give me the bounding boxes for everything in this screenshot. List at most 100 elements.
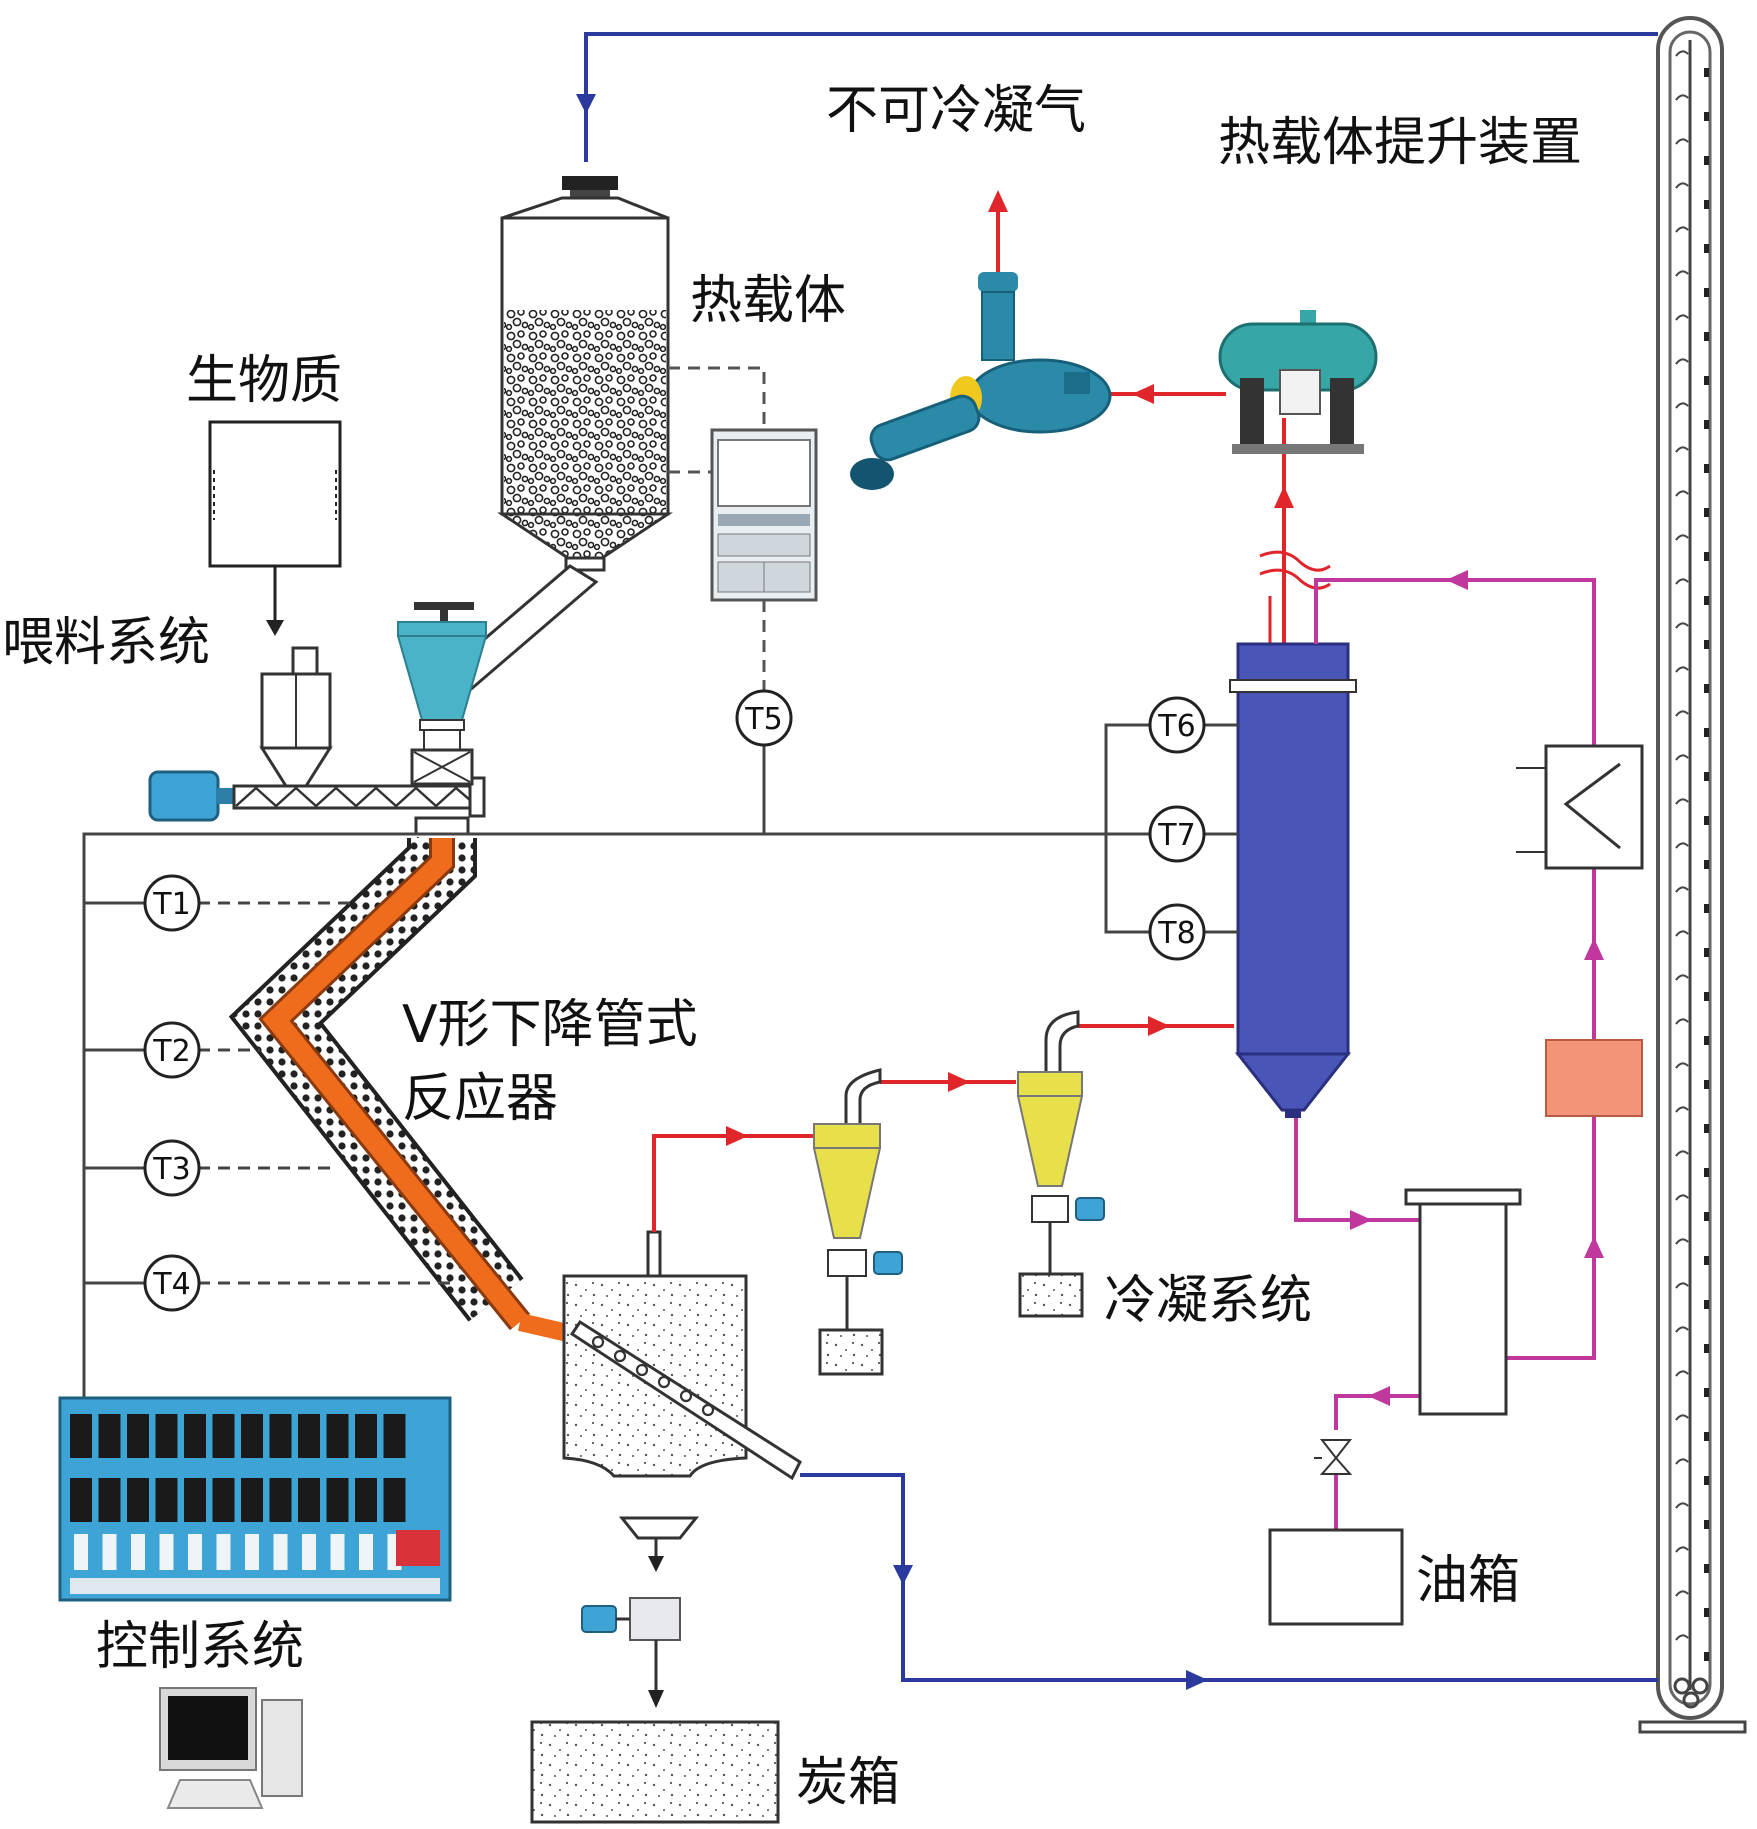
panel-display-cell — [269, 1478, 292, 1522]
lift-flight-dot — [1704, 1212, 1709, 1221]
lift-flight-dot — [1704, 1388, 1709, 1397]
panel-switch-cell — [273, 1534, 288, 1570]
sensor-t1: T1 — [143, 874, 201, 932]
lift-flight-mark — [1675, 1018, 1689, 1025]
lift-flight-dot — [1704, 772, 1709, 781]
panel-switch-cell — [102, 1534, 117, 1570]
label-biomass: 生物质 — [186, 351, 342, 411]
lift-flight-dot — [1704, 1608, 1709, 1617]
sensor-tags: T1 T2 T3 T4 T5 T6 T7 T8 — [143, 689, 1206, 1312]
sensor-t8: T8 — [1148, 903, 1206, 961]
lift-flight-mark — [1675, 710, 1689, 717]
lift-flight-mark — [1675, 1238, 1689, 1245]
lift-flight-dot — [1704, 1476, 1709, 1485]
panel-display-cell — [383, 1478, 406, 1522]
lift-flight-dot — [1704, 948, 1709, 957]
lift-flight-dot — [1704, 508, 1709, 517]
reactor-sensor-links — [84, 901, 146, 1285]
panel-display-cell — [98, 1478, 121, 1522]
computer-icon — [159, 1687, 303, 1809]
lift-flight-dot — [1704, 816, 1709, 825]
panel-display-cell — [184, 1478, 206, 1522]
feed-valve — [396, 602, 488, 836]
lift-flight-dot — [1704, 596, 1709, 605]
panel-switch-cell — [131, 1534, 145, 1570]
panel-display-cell — [241, 1414, 263, 1458]
panel-switch-cell — [359, 1534, 373, 1570]
condenser-column — [1229, 596, 1357, 1118]
lift-flight-dot — [1704, 420, 1709, 429]
lift-flight-mark — [1675, 534, 1689, 541]
gas-blower — [850, 272, 1112, 490]
control-panel-cells — [70, 1414, 440, 1570]
lift-flight-mark — [1675, 182, 1689, 189]
lift-flight-dot — [1704, 200, 1709, 209]
panel-display-cell — [326, 1478, 349, 1522]
lift-flight-dot — [1704, 464, 1709, 473]
lift-flight-mark — [1675, 402, 1689, 409]
svg-text:T4: T4 — [152, 1267, 190, 1302]
lift-flight-mark — [1675, 578, 1689, 585]
lift-flight-dot — [1704, 1168, 1709, 1177]
lift-flight-dot — [1704, 552, 1709, 561]
lift-flight-dot — [1704, 904, 1709, 913]
oil-tank — [1268, 1528, 1404, 1626]
panel-display-cell — [212, 1478, 235, 1522]
lift-flights — [1675, 50, 1709, 1661]
svg-text:T5: T5 — [744, 702, 782, 737]
panel-alarm-cell — [396, 1530, 440, 1566]
control-panel — [58, 1396, 452, 1602]
lift-flight-mark — [1675, 622, 1689, 629]
lift-flight-mark — [1675, 1502, 1689, 1509]
lift-flight-mark — [1675, 886, 1689, 893]
lift-flight-mark — [1675, 314, 1689, 321]
label-condensing-system: 冷凝系统 — [1104, 1271, 1312, 1331]
lift-flight-mark — [1675, 50, 1689, 57]
condenser-sensor-links — [1104, 723, 1238, 934]
lift-flight-mark — [1675, 1546, 1689, 1553]
panel-display-cell — [355, 1478, 377, 1522]
oil-heater — [1545, 1039, 1643, 1117]
panel-display-cell — [212, 1414, 235, 1458]
lift-flight-dot — [1704, 1124, 1709, 1133]
panel-display-cell — [298, 1478, 320, 1522]
lift-flight-dot — [1704, 156, 1709, 165]
panel-switch-cell — [245, 1534, 259, 1570]
heat-exchanger — [1516, 744, 1644, 870]
lift-flight-mark — [1675, 974, 1689, 981]
panel-display-cell — [326, 1414, 349, 1458]
lift-flight-mark — [1675, 1590, 1689, 1597]
label-noncondensable-gas: 不可冷凝气 — [826, 81, 1086, 141]
feeding-hopper — [259, 646, 333, 788]
panel-display-cell — [383, 1414, 406, 1458]
panel-display-cell — [70, 1478, 92, 1522]
panel-display-cell — [241, 1478, 263, 1522]
svg-text:T7: T7 — [1157, 818, 1195, 853]
solid-return-arrows — [576, 94, 1208, 1690]
panel-display-cell — [98, 1414, 121, 1458]
panel-display-cell — [127, 1478, 149, 1522]
panel-display-cell — [155, 1414, 178, 1458]
lift-flight-dot — [1704, 684, 1709, 693]
svg-text:T8: T8 — [1157, 916, 1195, 951]
lift-flight-mark — [1675, 1150, 1689, 1157]
oil-valve — [1314, 1439, 1353, 1475]
reactor-sensor-dashes — [198, 901, 452, 1285]
cyclone-1 — [812, 1068, 903, 1376]
lift-flight-dot — [1704, 1432, 1709, 1441]
lift-flight-mark — [1675, 270, 1689, 277]
lift-flight-dot — [1704, 1036, 1709, 1045]
lift-flight-dot — [1704, 1080, 1709, 1089]
lift-flight-mark — [1675, 754, 1689, 761]
lift-flight-dot — [1704, 288, 1709, 297]
panel-display-cell — [127, 1414, 149, 1458]
lift-flight-mark — [1675, 358, 1689, 365]
lift-flight-dot — [1704, 68, 1709, 77]
lift-flight-mark — [1675, 490, 1689, 497]
lift-flight-mark — [1675, 1194, 1689, 1201]
sensor-t7: T7 — [1148, 805, 1206, 863]
panel-display-cell — [269, 1414, 292, 1458]
lift-flight-dot — [1704, 1256, 1709, 1265]
lift-flight-mark — [1675, 138, 1689, 145]
